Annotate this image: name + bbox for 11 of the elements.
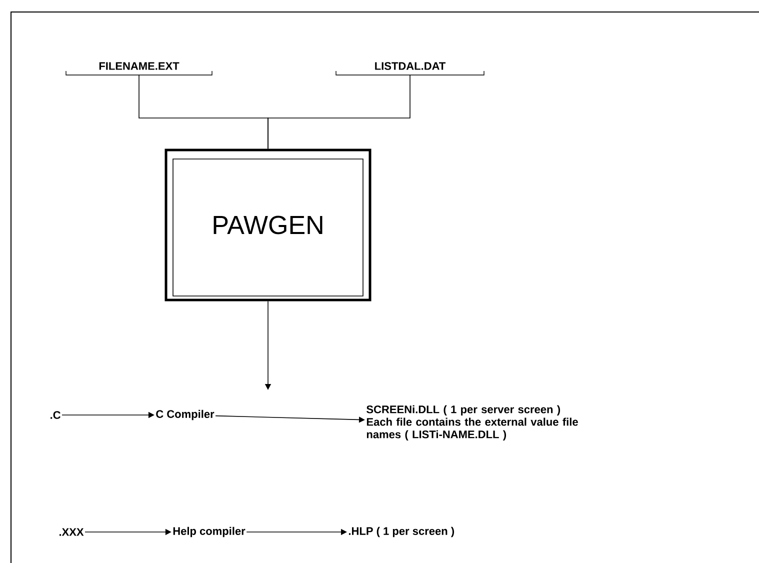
output-text: SCREENi.DLL ( 1 per server screen ) Each file contains the external value file names ( LISTi-NAME.DLL ) <box>366 405 578 440</box>
process-box: PAWGEN <box>164 148 372 302</box>
arrow <box>215 415 365 423</box>
file-label: FILENAME.EXT <box>66 62 212 76</box>
text-label: C Compiler <box>156 410 214 420</box>
text-label: .XXX <box>60 528 84 536</box>
text-label: .C <box>50 411 60 419</box>
text-label: Help compiler <box>173 526 246 538</box>
file-label: LISTDAL.DAT <box>336 62 484 76</box>
connector-line <box>268 74 410 150</box>
text-label: .HLP ( 1 per screen ) <box>348 526 454 538</box>
